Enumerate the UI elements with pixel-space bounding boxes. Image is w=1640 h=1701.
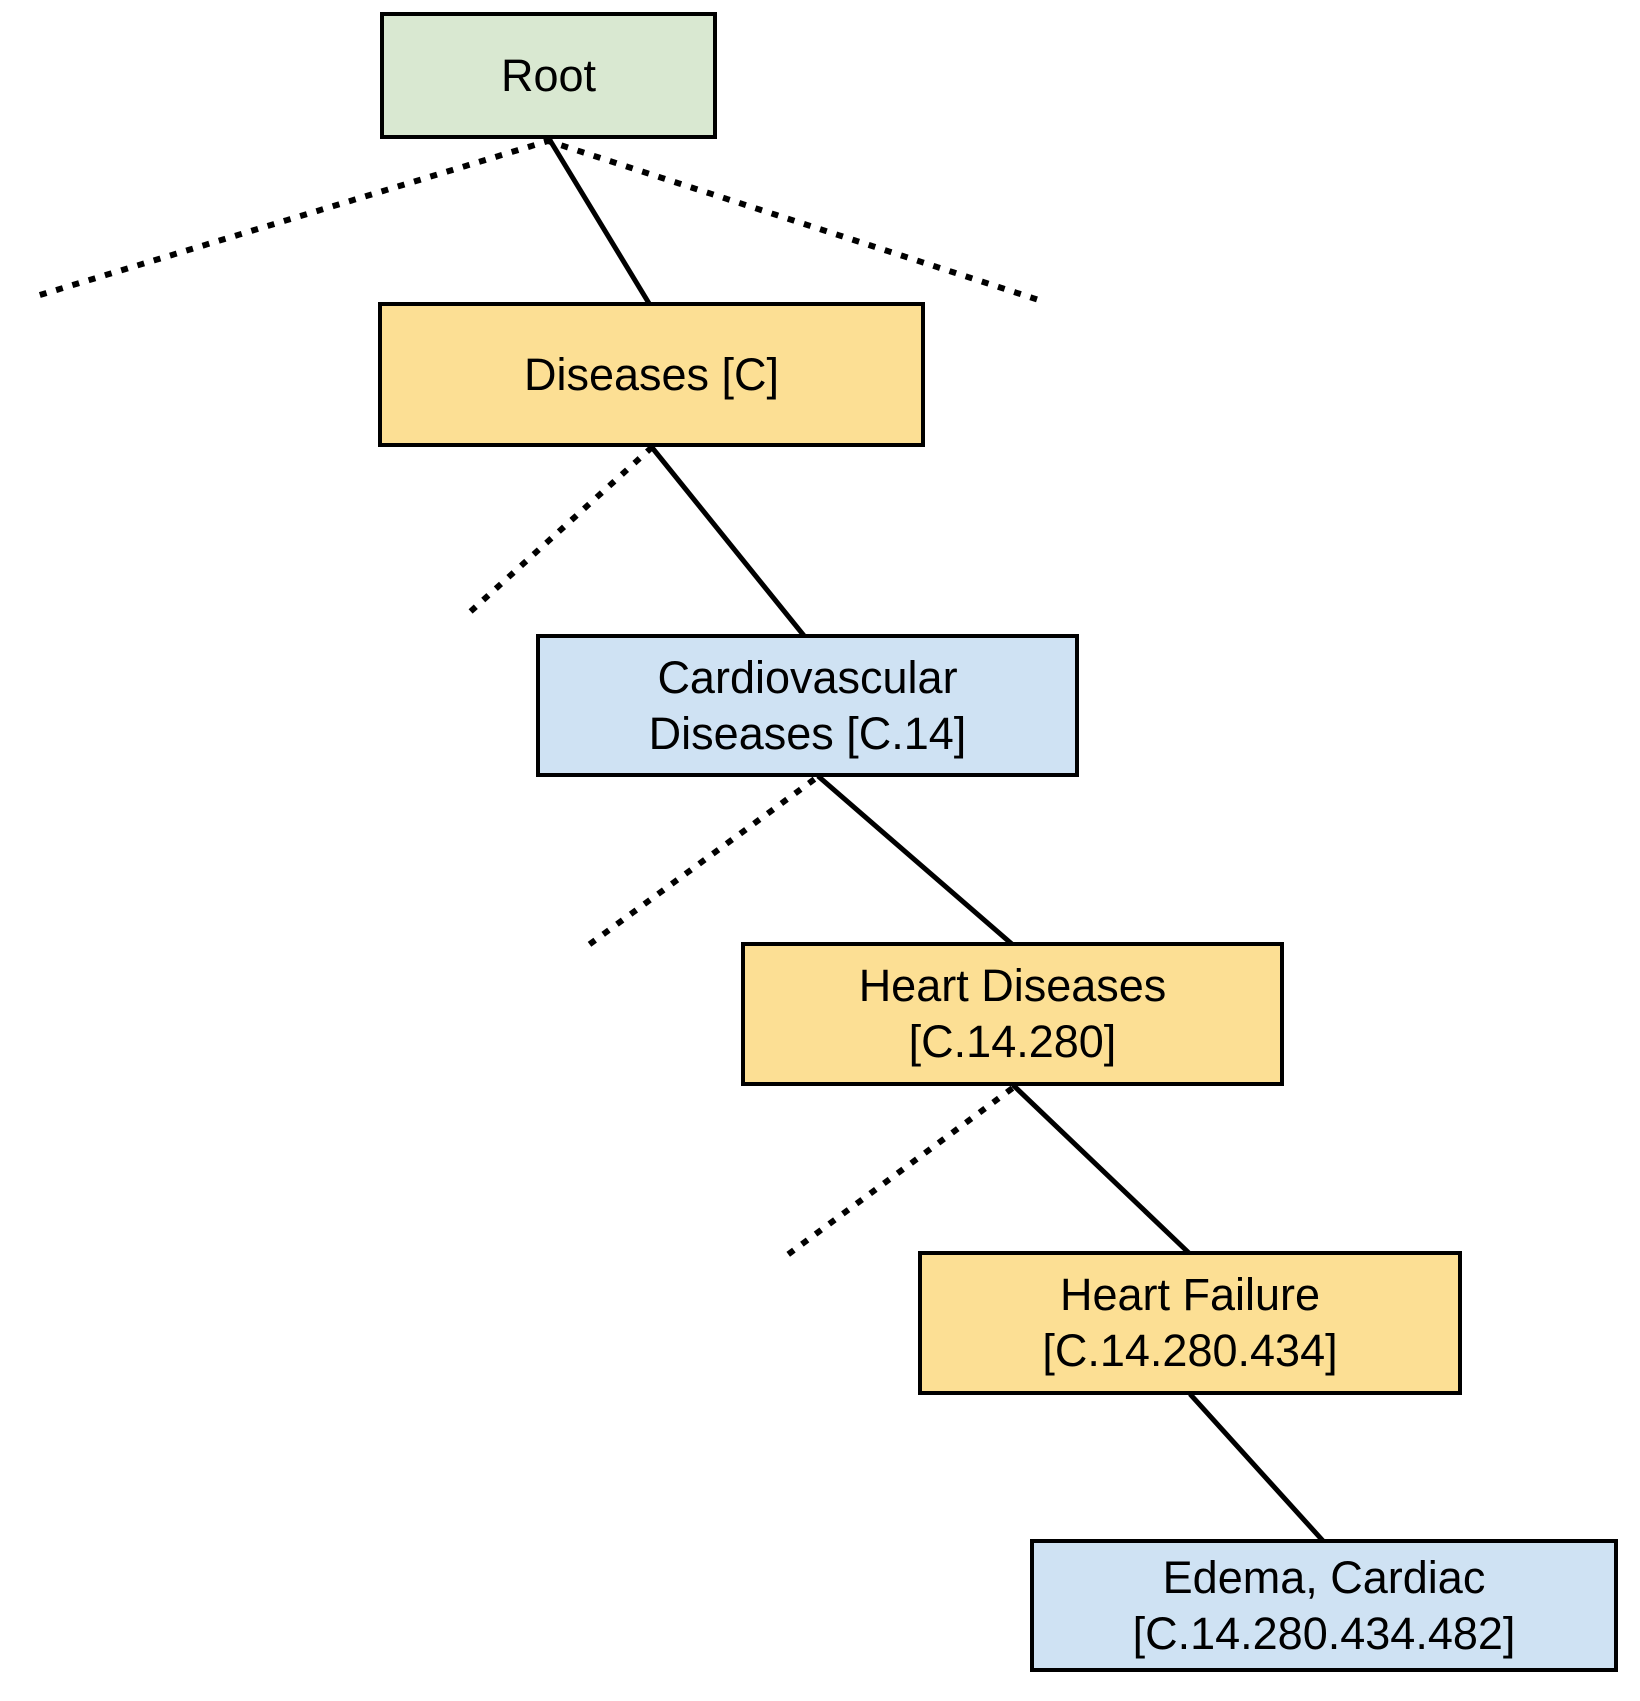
node-edema-cardiac-code: [C.14.280.434.482] xyxy=(1132,1607,1516,1659)
node-heart-diseases: Heart Diseases [C.14.280] xyxy=(741,942,1284,1086)
edge-heartfailure-edema xyxy=(1188,1392,1326,1544)
node-heart-diseases-code: [C.14.280] xyxy=(908,1016,1117,1067)
node-diseases-label: Diseases [C] xyxy=(523,348,780,400)
node-heart-failure-code: [C.14.280.434] xyxy=(1042,1325,1338,1376)
dotted-edge-diseases xyxy=(465,444,655,617)
edge-cardiovascular-heartdis xyxy=(816,774,1015,947)
edge-root-diseases xyxy=(545,135,653,307)
edge-heartdis-heartfailure xyxy=(1011,1083,1192,1256)
node-heart-diseases-label: Heart Diseases xyxy=(858,960,1167,1012)
node-heart-failure: Heart Failure [C.14.280.434] xyxy=(918,1251,1462,1395)
dotted-edge-heart-diseases xyxy=(785,1085,1015,1258)
node-root: Root xyxy=(380,12,717,139)
edge-diseases-cardiovascular xyxy=(648,443,807,639)
node-edema-cardiac-label: Edema, Cardiac xyxy=(1162,1551,1486,1603)
node-heart-failure-label: Heart Failure xyxy=(1059,1269,1321,1321)
dotted-edge-cardiovascular xyxy=(585,776,817,949)
node-cardiovascular-code: Diseases [C.14] xyxy=(648,707,967,759)
node-cardiovascular-diseases: Cardiovascular Diseases [C.14] xyxy=(536,634,1079,777)
dotted-edge-root-right xyxy=(544,137,1049,306)
node-diseases: Diseases [C] xyxy=(378,302,925,447)
node-cardiovascular-label: Cardiovascular xyxy=(657,651,958,703)
dotted-edge-root-left xyxy=(26,137,552,302)
node-edema-cardiac: Edema, Cardiac [C.14.280.434.482] xyxy=(1030,1539,1618,1672)
node-root-label: Root xyxy=(500,49,597,101)
